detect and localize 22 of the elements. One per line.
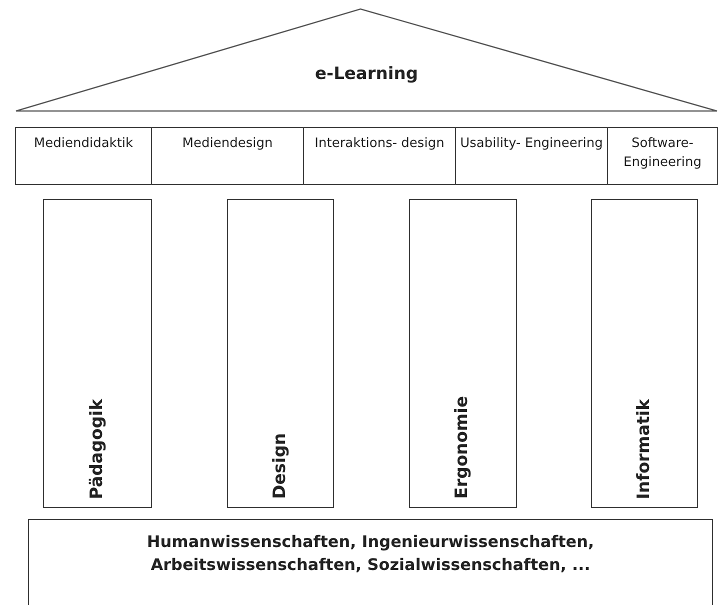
pillar-box	[43, 199, 152, 508]
pillar-label: Informatik	[634, 398, 654, 499]
beam-box	[455, 127, 608, 185]
foundation-label: Humanwissenschaften, Ingenieurwissenschaften, Arbeitswissenschaften, Sozialwissenschaften, ...	[146, 531, 596, 576]
pillar-box	[409, 199, 517, 508]
pillar-label: Pädagogik	[86, 398, 106, 499]
beam-label: Usability- Engineering	[460, 135, 603, 153]
pillar-label: Design	[270, 433, 290, 499]
roof-shape	[15, 8, 718, 112]
beam-label: Software- Engineering	[622, 135, 702, 172]
pillar-label: Ergonomie	[452, 396, 472, 499]
beam-label: Mediendidaktik	[32, 135, 134, 153]
beam-label: Interaktions- design	[314, 135, 446, 153]
beam-box	[303, 127, 456, 185]
beam-box	[151, 127, 304, 185]
beam-box	[607, 127, 718, 185]
pillar-box	[591, 199, 698, 508]
beam-label: Mediendesign	[181, 135, 274, 153]
pillar-box	[227, 199, 334, 508]
foundation-box	[28, 519, 713, 605]
beam-box	[15, 127, 152, 185]
roof-label: e-Learning	[314, 64, 419, 84]
